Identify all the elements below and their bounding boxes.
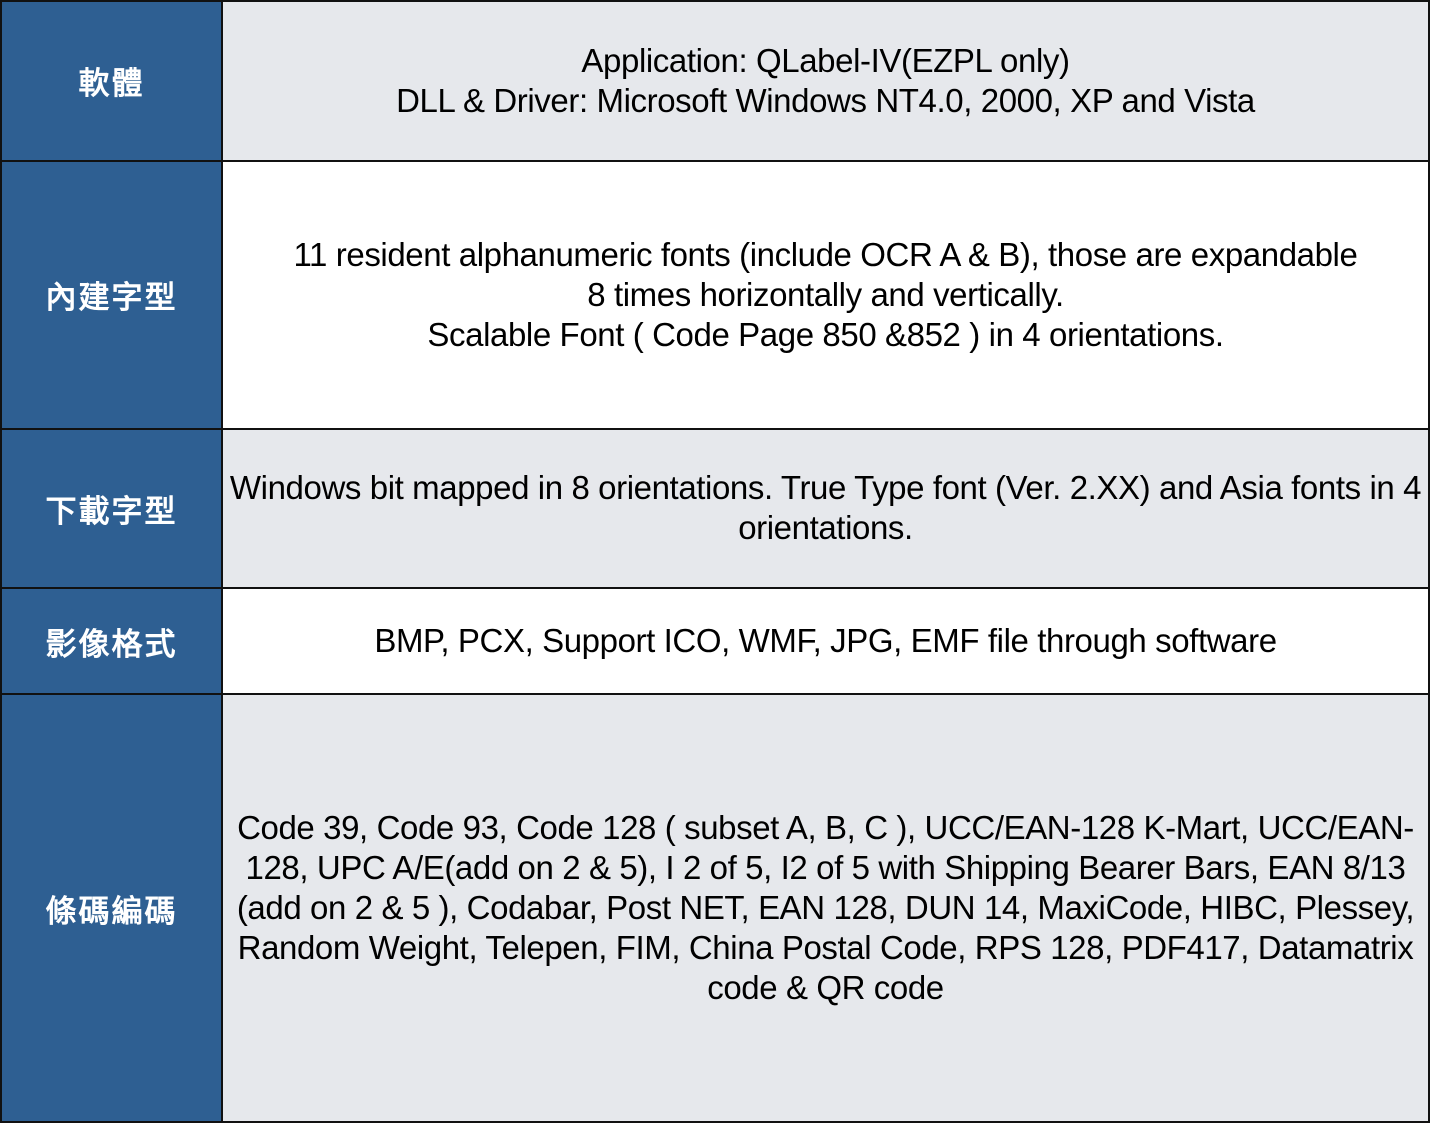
spec-value-resident-fonts-line-2: 8 times horizontally and vertically. [587,275,1064,313]
spec-label-download-fonts: 下載字型 [0,427,223,590]
spec-row-download-fonts: 下載字型 Windows bit mapped in 8 orientation… [0,427,1430,590]
spec-value-image-formats: BMP, PCX, Support ICO, WMF, JPG, EMF fil… [221,587,1430,696]
spec-value-barcodes: Code 39, Code 93, Code 128 ( subset A, B… [221,693,1430,1123]
spec-label-software: 軟體 [0,0,223,162]
spec-value-resident-fonts: 11 resident alphanumeric fonts (include … [221,159,1430,430]
spec-value-download-fonts-text: Windows bit mapped in 8 orientations. Tr… [229,469,1422,547]
spec-row-software: 軟體 Application: QLabel-IV(EZPL only) DLL… [0,0,1430,162]
spec-value-image-formats-text: BMP, PCX, Support ICO, WMF, JPG, EMF fil… [374,622,1277,660]
spec-label-image-formats: 影像格式 [0,587,223,696]
spec-row-barcodes: 條碼編碼 Code 39, Code 93, Code 128 ( subset… [0,693,1430,1123]
spec-value-software: Application: QLabel-IV(EZPL only) DLL & … [221,0,1430,162]
spec-value-download-fonts: Windows bit mapped in 8 orientations. Tr… [221,427,1430,590]
spec-value-software-line-1: Application: QLabel-IV(EZPL only) [581,41,1070,79]
spec-value-barcodes-text: Code 39, Code 93, Code 128 ( subset A, B… [236,809,1415,1007]
spec-label-resident-fonts: 內建字型 [0,159,223,430]
spec-value-resident-fonts-line-3: Scalable Font ( Code Page 850 &852 ) in … [427,315,1224,353]
spec-value-resident-fonts-line-1: 11 resident alphanumeric fonts (include … [293,235,1358,273]
spec-label-barcodes: 條碼編碼 [0,693,223,1123]
spec-value-software-line-2: DLL & Driver: Microsoft Windows NT4.0, 2… [396,81,1255,119]
spec-row-resident-fonts: 內建字型 11 resident alphanumeric fonts (inc… [0,159,1430,430]
spec-row-image-formats: 影像格式 BMP, PCX, Support ICO, WMF, JPG, EM… [0,587,1430,696]
